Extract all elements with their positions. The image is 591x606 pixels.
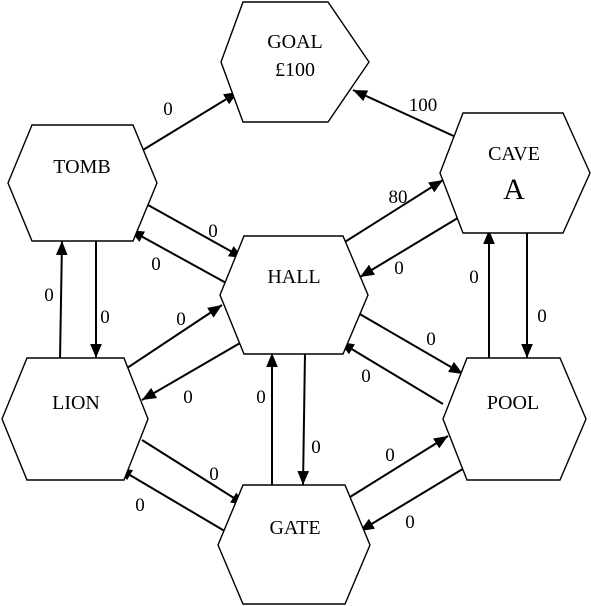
edge-hall-pool (357, 312, 464, 375)
edge-lion-hall (120, 304, 223, 373)
edge-cave-hall (359, 212, 467, 278)
weight-hall-gate: 0 (311, 437, 321, 458)
lion-hexagon (1, 357, 149, 481)
node-gate: GATE (217, 484, 371, 605)
node-pool: POOL (442, 357, 587, 481)
weight-cave-hall: 0 (394, 258, 404, 279)
pool-name: POOL (487, 392, 539, 414)
edge-hall-gate (297, 352, 310, 486)
weight-hall-pool: 0 (426, 329, 436, 350)
pool-hexagon (442, 357, 587, 481)
cave-mark: A (503, 173, 525, 206)
cave-hexagon (439, 112, 591, 234)
weight-lion-hall: 0 (176, 309, 186, 330)
edge-hall-cave (339, 179, 444, 246)
hall-name: HALL (267, 266, 320, 288)
weight-cave-pool: 0 (537, 306, 547, 327)
weight-lion-tomb: 0 (44, 285, 54, 306)
tomb-name: TOMB (53, 156, 110, 178)
gate-hexagon (217, 484, 371, 605)
weight-hall-lion: 0 (183, 387, 193, 408)
weight-hall-cave: 80 (389, 187, 408, 208)
weight-tomb-hall: 0 (208, 221, 218, 242)
hall-hexagon (219, 235, 369, 355)
edge-gate-lion (117, 467, 229, 534)
edge-gate-pool (341, 435, 449, 503)
node-tomb: TOMB (7, 124, 158, 242)
node-hall: HALL (219, 235, 369, 355)
edges (55, 89, 533, 534)
weight-cave-goal: 100 (409, 95, 438, 116)
weight-hall-tomb: 0 (151, 254, 161, 275)
weight-tomb-lion: 0 (100, 307, 110, 328)
weight-pool-cave: 0 (469, 267, 479, 288)
tomb-hexagon (7, 124, 158, 242)
weight-gate-lion: 0 (135, 495, 145, 516)
edge-hall-lion (141, 338, 248, 401)
edge-pool-hall (339, 341, 444, 405)
cave-name: CAVE (488, 143, 540, 165)
edge-lion-gate (141, 439, 246, 506)
weight-lion-gate: 0 (209, 464, 219, 485)
node-lion: LION (1, 357, 149, 481)
edge-weights: 0 100 80 0 0 0 0 0 0 0 0 0 0 0 0 0 0 0 0… (44, 95, 547, 533)
goal-name: GOAL (267, 31, 323, 53)
node-cave: CAVE A (439, 112, 591, 234)
gate-name: GATE (269, 517, 320, 539)
weight-pool-hall: 0 (361, 366, 371, 387)
weight-pool-gate: 0 (405, 512, 415, 533)
edge-cave-goal (352, 89, 459, 139)
edge-tomb-hall (147, 204, 244, 259)
edge-lion-tomb (55, 240, 68, 361)
edge-hall-tomb (129, 229, 229, 285)
weight-gate-pool: 0 (385, 445, 395, 466)
weight-gate-hall: 0 (256, 387, 266, 408)
goal-hexagon (220, 1, 370, 123)
edge-tomb-goal (137, 91, 239, 154)
goal-prize: £100 (275, 59, 315, 81)
node-goal: GOAL £100 (220, 1, 370, 123)
weight-tomb-goal: 0 (163, 99, 173, 120)
lion-name: LION (52, 392, 100, 414)
edge-pool-gate (359, 466, 467, 532)
